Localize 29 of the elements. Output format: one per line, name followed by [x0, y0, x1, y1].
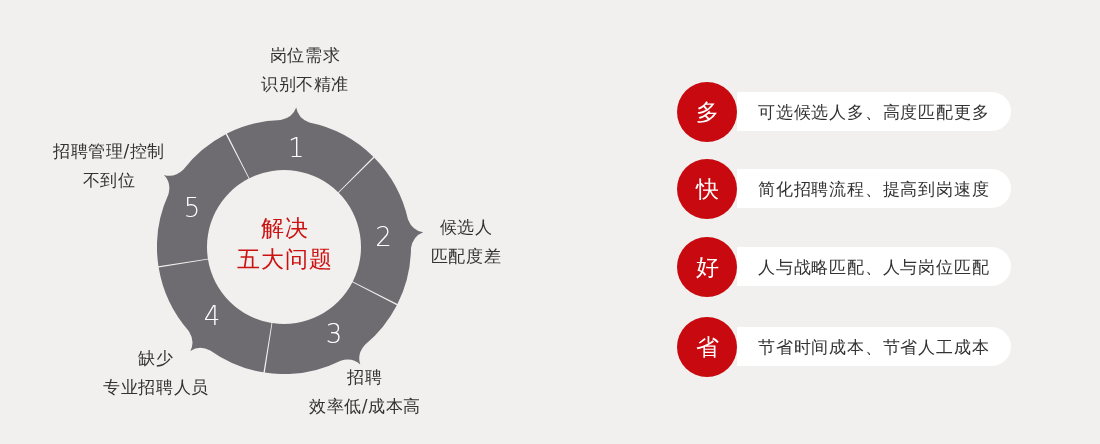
segment-number: 1: [287, 133, 305, 162]
segment-caption: 招聘管理/控制不到位: [53, 140, 165, 192]
badge-character: 好: [695, 254, 719, 280]
benefit-text: 可选候选人多、高度匹配更多: [758, 100, 990, 123]
round-badge: [677, 237, 737, 297]
round-badge: [677, 317, 737, 377]
benefit-pill: [737, 327, 1011, 366]
segment-caption: 缺少专业招聘人员: [103, 347, 209, 399]
segment-number: 4: [203, 302, 221, 331]
round-badge: [677, 82, 737, 142]
segment-number: 5: [183, 193, 201, 222]
benefit-text: 节省时间成本、节省人工成本: [758, 335, 990, 358]
round-badge: [677, 159, 737, 219]
badge-character: 省: [695, 334, 719, 360]
benefit-pill: [737, 169, 1011, 208]
benefit-pill: [737, 92, 1011, 131]
badge-character: 快: [695, 176, 719, 202]
ring-segment: [338, 157, 424, 305]
segment-caption: 岗位需求识别不精准: [261, 44, 349, 96]
segment-number: 2: [375, 222, 392, 251]
benefit-pill: [737, 247, 1011, 286]
segment-number: 3: [325, 319, 343, 348]
ring-segment: [226, 107, 374, 193]
segment-caption: 候选人匹配度差: [430, 216, 502, 268]
benefit-text: 简化招聘流程、提高到岗速度: [758, 177, 990, 200]
segment-caption: 招聘效率低/成本高: [309, 366, 421, 418]
badge-character: 多: [695, 99, 719, 125]
center-label: 解决五大问题: [237, 214, 333, 274]
benefit-text: 人与战略匹配、人与岗位匹配: [758, 255, 990, 278]
